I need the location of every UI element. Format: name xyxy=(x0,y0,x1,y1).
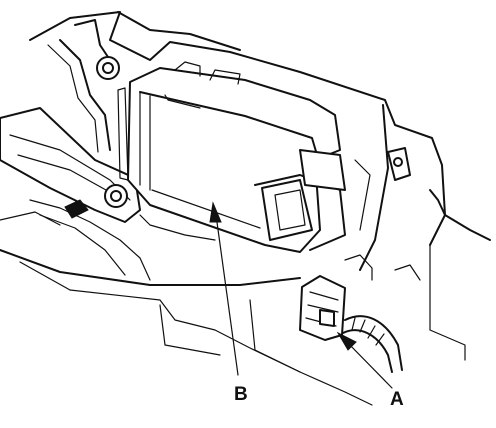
control-unit-b xyxy=(117,61,371,253)
callout-label-b: B xyxy=(234,384,248,405)
connector-a xyxy=(299,275,403,373)
connector-socket xyxy=(344,147,446,281)
bolt-upper-icon xyxy=(96,56,120,80)
bolt-lower-icon xyxy=(104,184,128,208)
leader-line-a xyxy=(336,331,393,389)
callout-label-a: A xyxy=(390,389,404,410)
leader-line-b xyxy=(209,201,239,376)
dashboard-housing xyxy=(0,11,491,406)
